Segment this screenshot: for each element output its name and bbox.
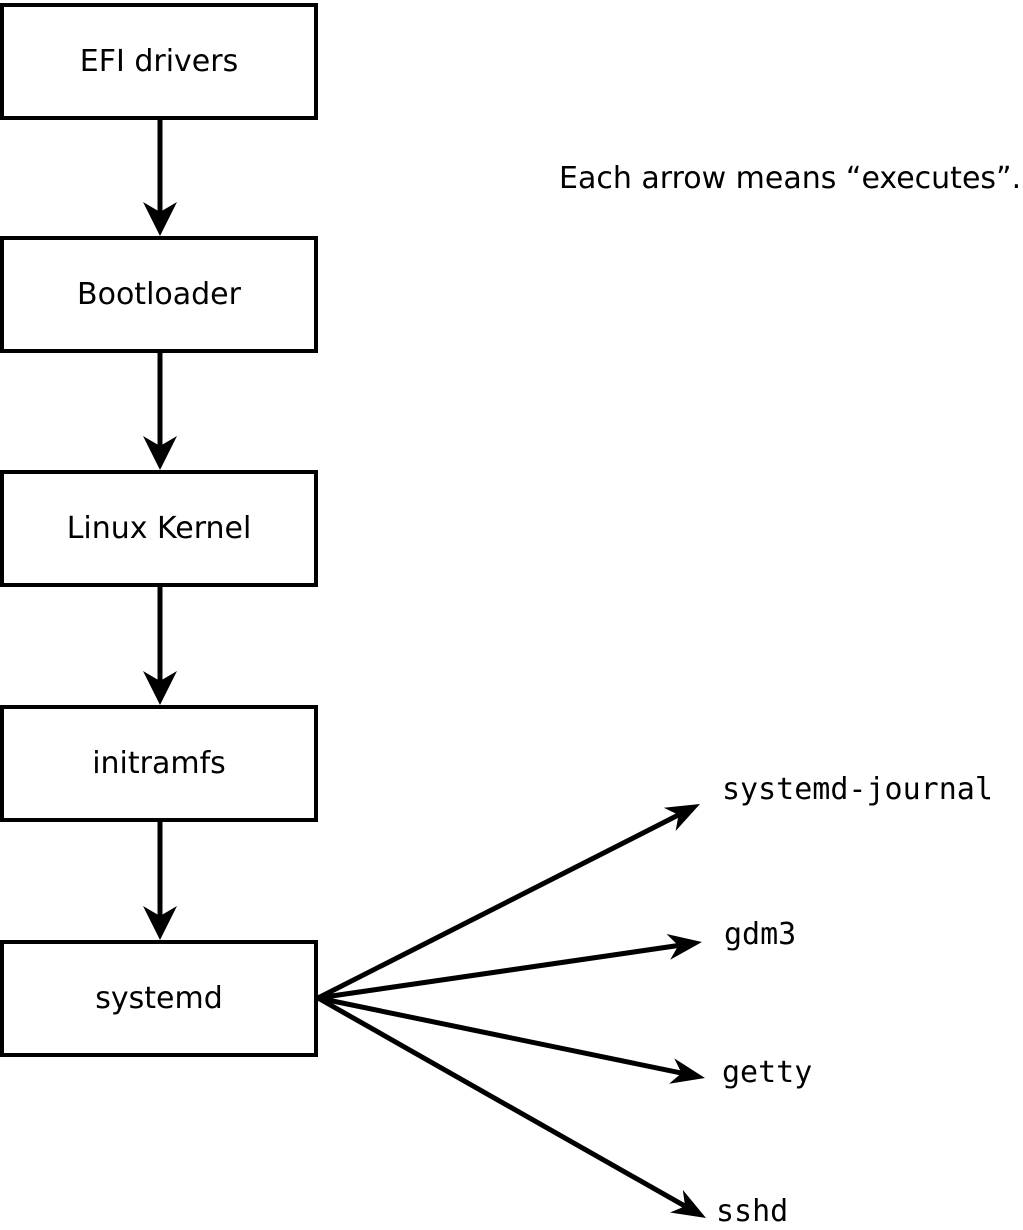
- node-bootloader-label: Bootloader: [77, 276, 241, 312]
- node-linux-kernel-label: Linux Kernel: [66, 510, 252, 546]
- node-linux-kernel: Linux Kernel: [0, 470, 318, 587]
- edge-arrow-systemd-to-gdm3: [317, 934, 702, 1001]
- edge-arrow-efi-to-bootloader: [143, 120, 177, 236]
- node-efi-drivers: EFI drivers: [0, 3, 318, 120]
- edge-arrow-systemd-to-sshd: [316, 995, 706, 1218]
- node-sshd-label: sshd: [716, 1194, 789, 1229]
- node-getty-label: getty: [722, 1055, 813, 1090]
- edge-arrow-bootloader-to-kernel: [143, 353, 177, 470]
- node-systemd-label: systemd: [95, 980, 223, 1016]
- edge-arrow-systemd-to-getty: [317, 995, 705, 1084]
- node-bootloader: Bootloader: [0, 236, 318, 353]
- edge-arrow-initramfs-to-systemd: [143, 822, 177, 940]
- arrow-meaning-note: Each arrow means “executes”.: [559, 161, 1022, 196]
- node-systemd: systemd: [0, 940, 318, 1057]
- node-gdm3-label: gdm3: [724, 917, 797, 952]
- node-initramfs: initramfs: [0, 705, 318, 822]
- edge-arrow-systemd-to-journal: [316, 804, 700, 1001]
- edge-arrow-kernel-to-initramfs: [143, 587, 177, 705]
- node-systemd-journal-label: systemd-journal: [722, 772, 993, 807]
- node-efi-drivers-label: EFI drivers: [79, 43, 239, 79]
- node-initramfs-label: initramfs: [92, 745, 226, 781]
